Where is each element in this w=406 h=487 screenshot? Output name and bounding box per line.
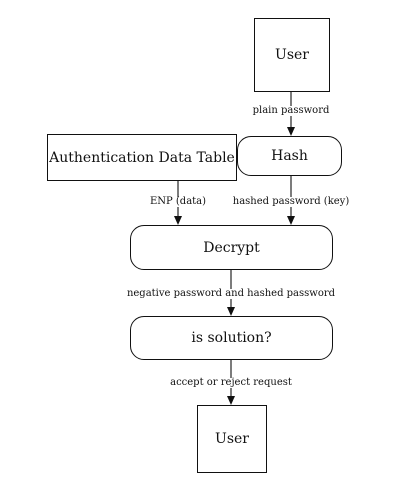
user-top-label: User xyxy=(275,47,309,63)
user-bottom-label: User xyxy=(215,431,249,447)
arrowhead-user-bottom xyxy=(227,396,235,405)
arrowhead-decrypt-left xyxy=(174,216,182,225)
user-top-box: User xyxy=(254,18,330,92)
is-solution-box: is solution? xyxy=(130,316,333,360)
user-bottom-box: User xyxy=(197,405,267,473)
decrypt-label: Decrypt xyxy=(203,239,260,256)
arrowhead-solution xyxy=(227,307,235,316)
edge-label-plain-password: plain password xyxy=(252,105,330,116)
edge-label-enp-data: ENP (data) xyxy=(149,196,207,207)
auth-table-label: Authentication Data Table xyxy=(49,149,235,166)
hash-box: Hash xyxy=(237,136,342,176)
edge-label-negative-and-hashed: negative password and hashed password xyxy=(126,288,336,299)
edge-label-accept-or-reject: accept or reject request xyxy=(170,377,292,388)
arrowhead-decrypt-right xyxy=(287,216,295,225)
is-solution-label: is solution? xyxy=(191,330,272,346)
decrypt-box: Decrypt xyxy=(130,225,333,270)
edge-label-hashed-password-key: hashed password (key) xyxy=(232,196,350,207)
arrowhead-hash xyxy=(287,127,295,136)
hash-label: Hash xyxy=(271,148,308,164)
auth-table-box: Authentication Data Table xyxy=(47,134,237,181)
